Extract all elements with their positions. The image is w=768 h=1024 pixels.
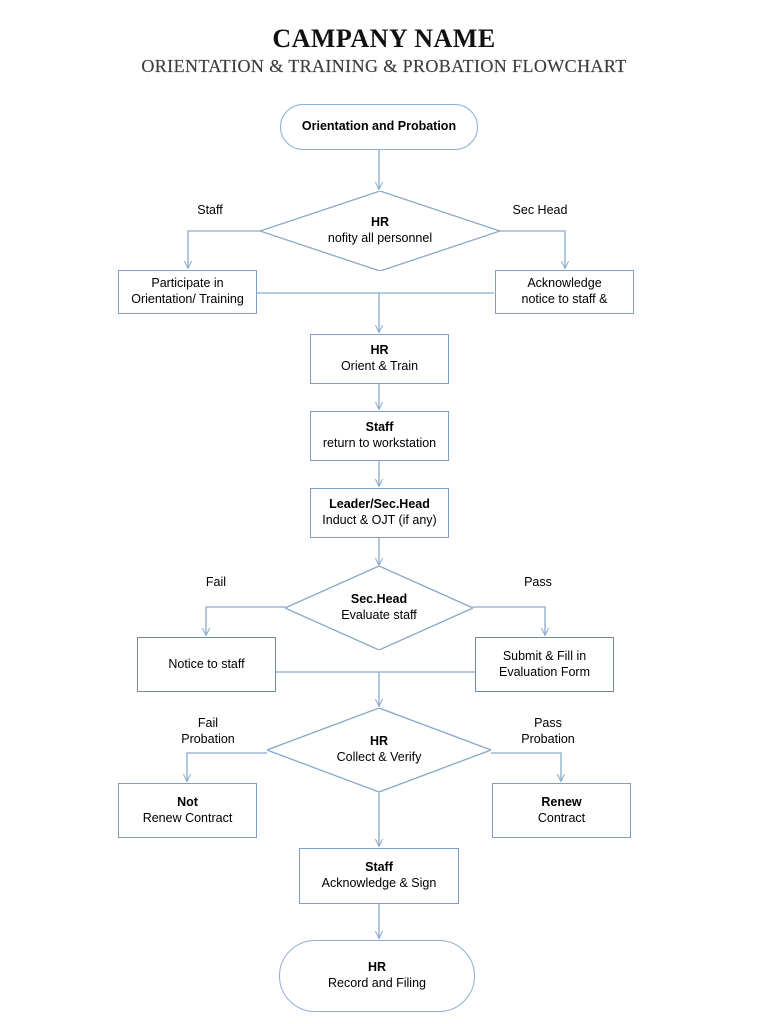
node-renew-line2: Contract	[537, 810, 586, 825]
node-renew-contract[interactable]: Renew Contract	[492, 783, 631, 838]
node-ack-sign-line2: Acknowledge & Sign	[321, 876, 437, 890]
node-orient-line2: Orient & Train	[340, 359, 419, 373]
node-notice-to-staff[interactable]: Notice to staff	[137, 637, 276, 692]
node-staff-return-workstation[interactable]: Staff return to workstation	[310, 411, 449, 461]
edge-d3-left	[187, 752, 267, 781]
diamond-shape-icon	[267, 708, 491, 792]
edge-label-d1-right: Sec Head	[512, 203, 568, 217]
node-end-line1: HR	[367, 960, 387, 975]
node-decision-notify[interactable]: HR nofity all personnel	[260, 191, 500, 271]
node-not-renew-contract[interactable]: Not Renew Contract	[118, 783, 257, 838]
edge-label-d1-left: Staff	[197, 203, 223, 217]
edge-label-d3-right: Pass Probation	[521, 716, 575, 746]
node-acknowledge-line2: Acknowledge notice to staff &	[521, 276, 608, 306]
node-notice-line2: Notice to staff	[168, 656, 245, 671]
node-induct-line1: Leader/Sec.Head	[329, 497, 430, 512]
node-induct-line2: Induct & OJT (if any)	[322, 513, 437, 527]
edge-label-d2-left: Fail	[205, 575, 227, 589]
node-participate-orientation[interactable]: Participate in Orientation/ Training	[118, 270, 257, 314]
edge-label-d2-right: Pass	[524, 575, 552, 589]
edge-label-d3-left: Fail Probation	[181, 716, 235, 746]
edge-d1-left	[188, 230, 260, 268]
node-start[interactable]: Orientation and Probation	[280, 104, 478, 150]
node-not-renew-line1: Not	[177, 794, 198, 809]
node-start-line1: Orientation and Probation	[301, 119, 457, 134]
diamond-shape-icon	[260, 191, 500, 271]
edge-d1-right	[499, 230, 565, 268]
node-submit-evaluation-form[interactable]: Submit & Fill in Evaluation Form	[475, 637, 614, 692]
node-return-line1: Staff	[365, 420, 394, 435]
node-end-record-filing[interactable]: HR Record and Filing	[279, 940, 475, 1012]
node-end-line2: Record and Filing	[328, 976, 426, 990]
edge-d2-right	[473, 606, 545, 635]
node-hr-orient-train[interactable]: HR Orient & Train	[310, 334, 449, 384]
node-ack-sign-line1: Staff	[365, 860, 393, 875]
node-return-line2: return to workstation	[322, 436, 437, 450]
page-subtitle: ORIENTATION & TRAINING & PROBATION FLOWC…	[141, 56, 627, 76]
page-title: CAMPANY NAME	[272, 24, 496, 53]
edge-d2-left	[206, 606, 285, 635]
edge-d3-right	[491, 752, 561, 781]
diamond-shape-icon	[285, 566, 473, 650]
node-leader-induct-ojt[interactable]: Leader/Sec.Head Induct & OJT (if any)	[310, 488, 449, 538]
node-renew-line1: Renew	[541, 794, 582, 809]
node-acknowledge-notice[interactable]: Acknowledge notice to staff &	[495, 270, 634, 314]
node-staff-acknowledge-sign[interactable]: Staff Acknowledge & Sign	[299, 848, 459, 904]
node-not-renew-line2: Renew Contract	[142, 810, 233, 825]
node-orient-line1: HR	[370, 343, 389, 358]
node-decision-collect-verify[interactable]: HR Collect & Verify	[267, 708, 491, 792]
node-participate-line2: Participate in Orientation/ Training	[131, 276, 244, 306]
node-submit-line2: Submit & Fill in Evaluation Form	[498, 648, 590, 679]
node-decision-evaluate[interactable]: Sec.Head Evaluate staff	[285, 566, 473, 650]
